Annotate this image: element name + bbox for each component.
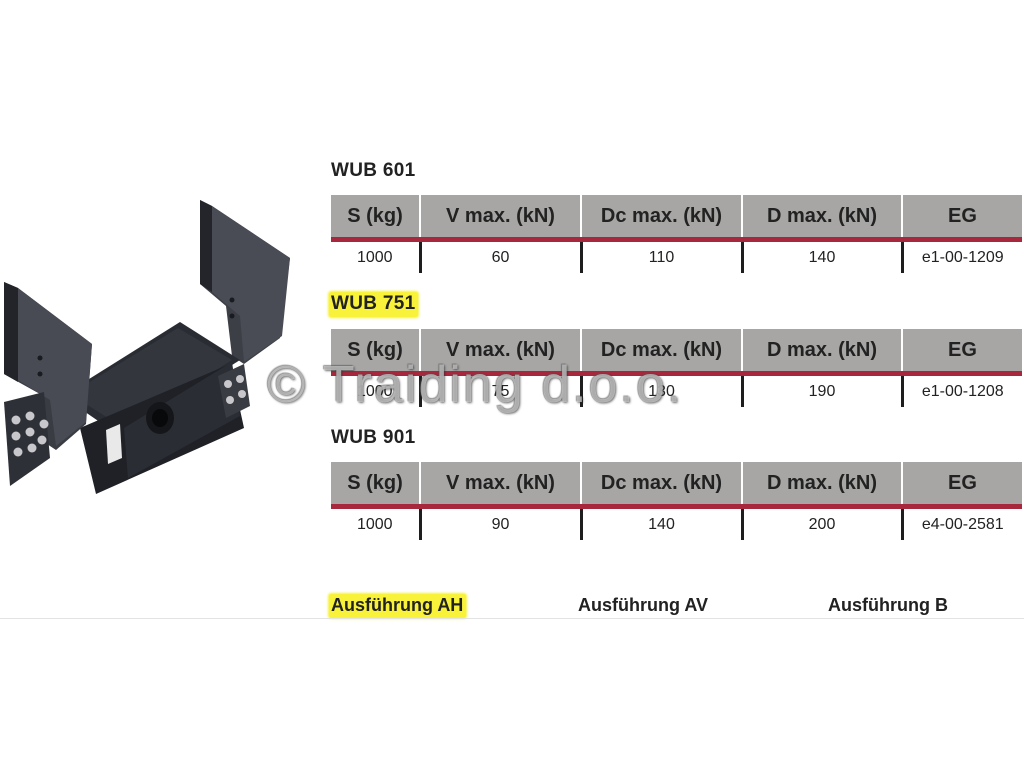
cell-eg: e1-00-1208 <box>900 373 1022 407</box>
cell-s: 1000 <box>356 515 393 533</box>
spec-table-wub-601: S (kg) V max. (kN) Dc max. (kN) D max. (… <box>331 195 1022 273</box>
cell-dc-max: 130 <box>579 373 742 407</box>
coupling-bracket-image <box>4 200 290 494</box>
col-header-s: S (kg) <box>331 195 420 242</box>
spec-table-wub-901: S (kg) V max. (kN) Dc max. (kN) D max. (… <box>331 462 1022 540</box>
model-title-wub-901: WUB 901 <box>331 427 416 448</box>
variant-label-ah: Ausführung AH <box>329 594 467 618</box>
col-header-d-max: D max. (kN) <box>741 462 902 509</box>
variant-label-b: Ausführung B <box>828 595 948 615</box>
cell-eg: e4-00-2581 <box>900 506 1022 540</box>
cell-v-max: 90 <box>418 506 581 540</box>
col-header-dc-max: Dc max. (kN) <box>580 195 742 242</box>
col-header-v-max: V max. (kN) <box>419 462 581 509</box>
col-header-s: S (kg) <box>331 329 420 376</box>
col-header-eg: EG <box>901 329 1022 376</box>
col-header-v-max: V max. (kN) <box>419 329 581 376</box>
divider-line <box>0 618 1024 619</box>
table-header-row: S (kg) V max. (kN) Dc max. (kN) D max. (… <box>331 195 1022 242</box>
col-header-eg: EG <box>901 462 1022 509</box>
col-header-d-max: D max. (kN) <box>741 329 902 376</box>
cell-dc-max: 140 <box>579 506 742 540</box>
table-row: 1000 90 140 200 e4-00-2581 <box>331 506 1022 540</box>
model-title-wub-751: WUB 751 <box>329 292 419 317</box>
table-row: 1000 60 110 140 e1-00-1209 <box>331 239 1022 273</box>
table-header-row: S (kg) V max. (kN) Dc max. (kN) D max. (… <box>331 462 1022 509</box>
col-header-d-max: D max. (kN) <box>741 195 902 242</box>
cell-s: 1000 <box>356 248 393 266</box>
model-title-wub-601: WUB 601 <box>331 160 416 181</box>
col-header-v-max: V max. (kN) <box>419 195 581 242</box>
variant-label-av: Ausführung AV <box>578 595 708 615</box>
col-header-eg: EG <box>901 195 1022 242</box>
cell-eg: e1-00-1209 <box>900 239 1022 273</box>
cell-d-max: 190 <box>740 373 902 407</box>
col-header-dc-max: Dc max. (kN) <box>580 329 742 376</box>
table-row: 1000 75 130 190 e1-00-1208 <box>331 373 1022 407</box>
cell-v-max: 75 <box>418 373 581 407</box>
table-header-row: S (kg) V max. (kN) Dc max. (kN) D max. (… <box>331 329 1022 376</box>
col-header-s: S (kg) <box>331 462 420 509</box>
col-header-dc-max: Dc max. (kN) <box>580 462 742 509</box>
spec-table-wub-751: S (kg) V max. (kN) Dc max. (kN) D max. (… <box>331 329 1022 407</box>
cell-v-max: 60 <box>418 239 581 273</box>
cell-s: 1000 <box>356 382 393 400</box>
cell-dc-max: 110 <box>579 239 742 273</box>
cell-d-max: 140 <box>740 239 902 273</box>
cell-d-max: 200 <box>740 506 902 540</box>
